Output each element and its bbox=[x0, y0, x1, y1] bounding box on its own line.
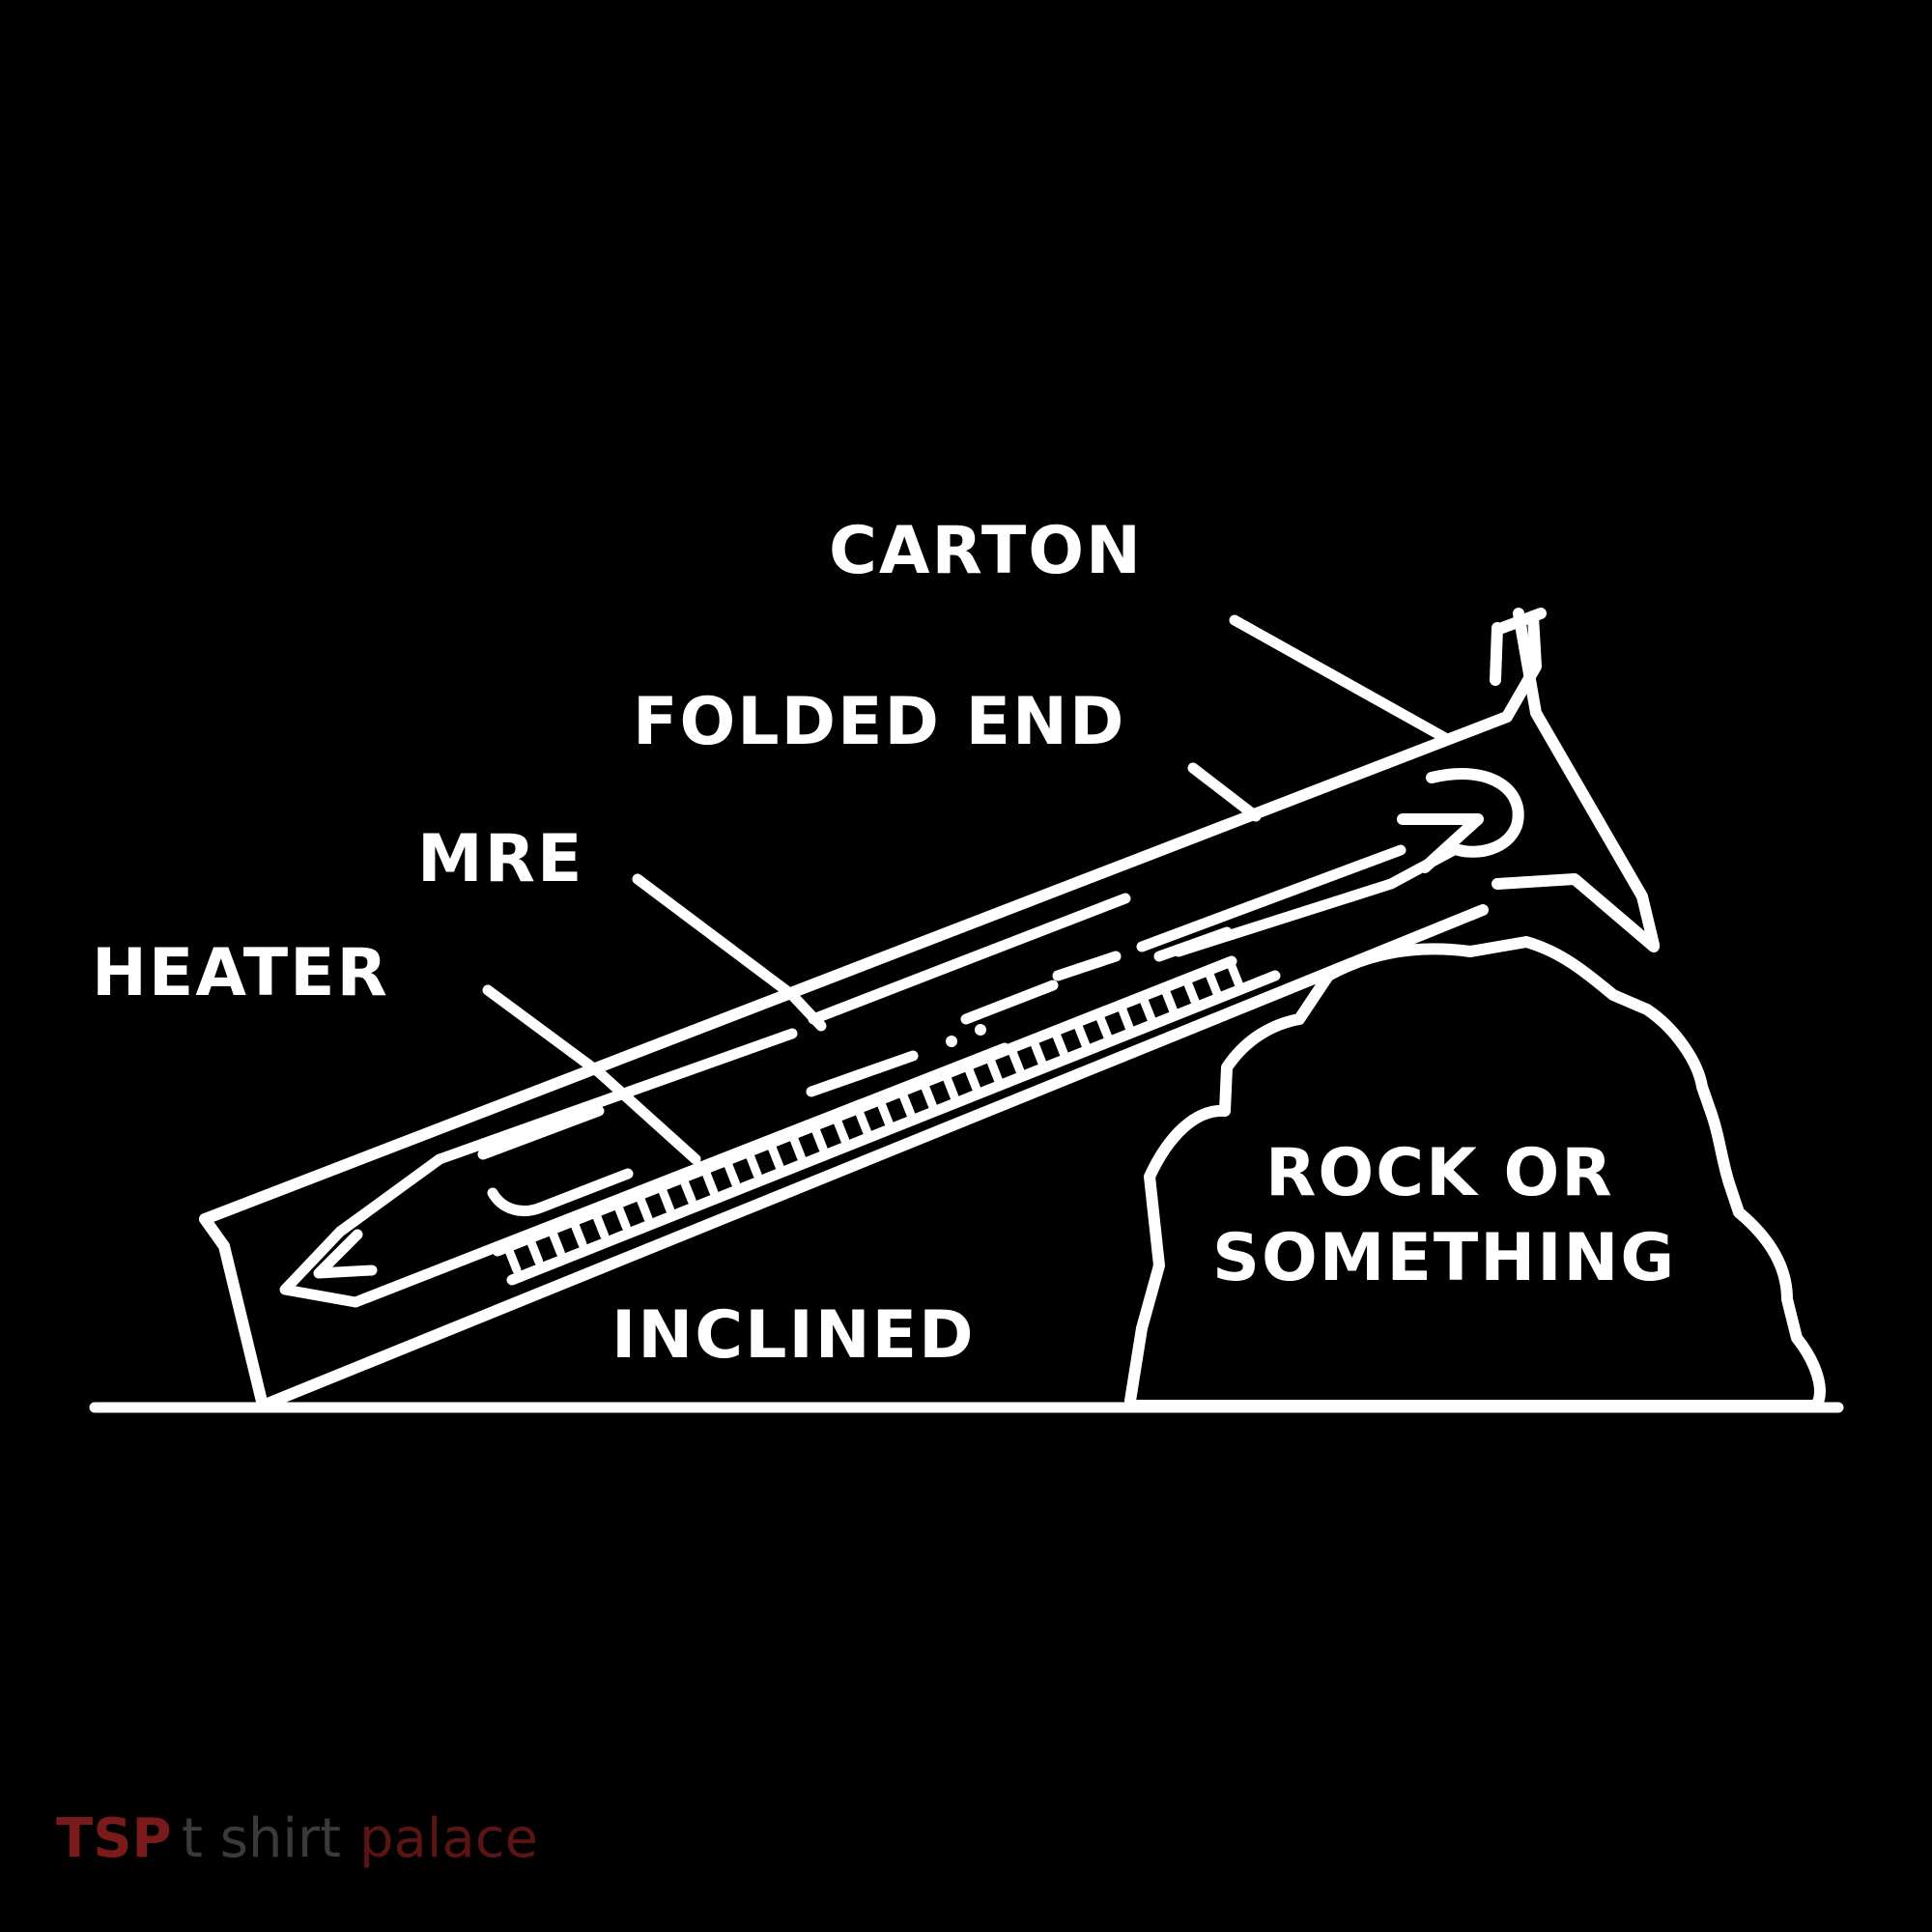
heater-ridge bbox=[746, 1152, 762, 1179]
rock-outline bbox=[1124, 936, 1826, 1411]
folded-end bbox=[1397, 768, 1524, 873]
heater-ridge bbox=[526, 1238, 544, 1266]
heater-ridges bbox=[505, 961, 1243, 1275]
heater-ridge bbox=[1030, 1039, 1046, 1066]
dot-mark bbox=[946, 1036, 957, 1047]
heater-ridge bbox=[1205, 970, 1222, 998]
heater-ridge bbox=[1139, 996, 1156, 1024]
heater-ridge bbox=[592, 1212, 610, 1240]
leader-carton bbox=[1229, 614, 1453, 745]
watermark: TSP t shirt palace bbox=[56, 1807, 538, 1870]
heater-ridge bbox=[702, 1170, 719, 1197]
heater-ridge bbox=[637, 1195, 653, 1223]
heater-ridge bbox=[1183, 979, 1200, 1007]
heater-ridge bbox=[986, 1057, 1003, 1084]
heater-ridge bbox=[811, 1126, 828, 1153]
pouch-notch bbox=[313, 1229, 378, 1279]
heater-ridge bbox=[855, 1109, 871, 1136]
heater-ridge bbox=[549, 1230, 565, 1258]
label-heater: HEATER bbox=[92, 935, 389, 1011]
heater-ridge bbox=[898, 1092, 916, 1119]
heater-ridge bbox=[943, 1074, 959, 1101]
watermark-word-palace: palace bbox=[359, 1807, 538, 1870]
heater-ridge bbox=[1161, 987, 1178, 1015]
heater-ridge bbox=[1009, 1048, 1025, 1075]
heater-ridge bbox=[1227, 961, 1243, 989]
dot-mark bbox=[975, 1024, 986, 1036]
carton-outline bbox=[199, 608, 1547, 1411]
label-inclined: INCLINED bbox=[611, 1297, 976, 1374]
label-rock-line2: SOMETHING bbox=[1212, 1220, 1676, 1296]
heater-strip bbox=[487, 955, 1281, 1286]
heater-ridge bbox=[680, 1179, 696, 1206]
heater-ridge bbox=[505, 1247, 522, 1275]
heater-ridge bbox=[1052, 1031, 1068, 1058]
leader-folded-end bbox=[1187, 762, 1262, 822]
heater-ridge bbox=[724, 1161, 740, 1188]
heater-ridge bbox=[1118, 1005, 1134, 1033]
heater-ridge bbox=[877, 1100, 894, 1127]
leader-mre bbox=[632, 873, 827, 1032]
label-mre: MRE bbox=[417, 821, 583, 897]
label-carton: CARTON bbox=[829, 513, 1143, 589]
heater-ridge bbox=[789, 1135, 806, 1162]
heater-ridge bbox=[964, 1065, 981, 1093]
watermark-logo-mark: TSP bbox=[56, 1807, 172, 1870]
heater-ridge bbox=[767, 1144, 784, 1171]
heater-ridge bbox=[1095, 1013, 1112, 1041]
label-rock-line1: ROCK OR bbox=[1265, 1135, 1614, 1211]
heater-ridge bbox=[571, 1221, 587, 1249]
heater-ridge bbox=[614, 1204, 631, 1232]
leader-lines bbox=[482, 614, 1453, 1165]
heater-ridge bbox=[1074, 1022, 1091, 1050]
heater-ridge bbox=[833, 1118, 850, 1145]
heater-ridge bbox=[921, 1083, 937, 1110]
watermark-word-tshirt: t shirt bbox=[182, 1807, 341, 1870]
label-folded-end: FOLDED END bbox=[633, 684, 1125, 760]
heater-ridge bbox=[658, 1186, 674, 1214]
leader-heater bbox=[482, 984, 701, 1165]
carton-flap bbox=[1492, 608, 1660, 952]
